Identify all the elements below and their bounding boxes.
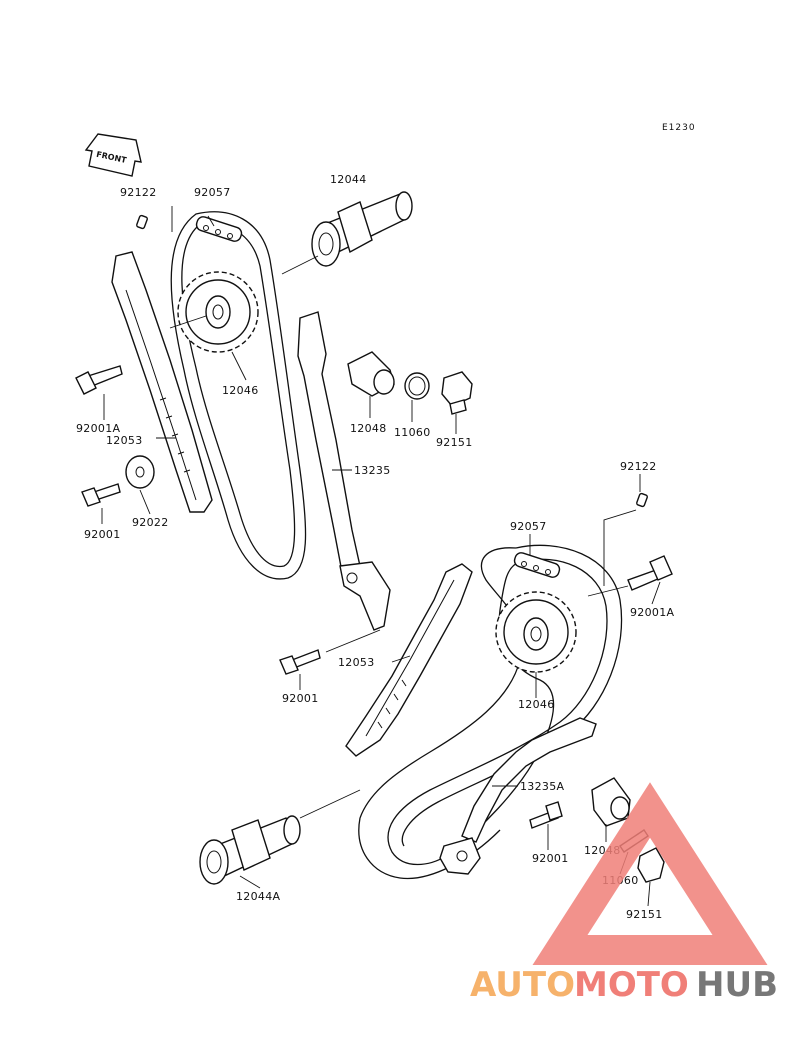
upper-tensioner-bolt-icon <box>441 371 473 415</box>
lower-chain-guide-icon <box>439 717 597 875</box>
front-arrow-icon: FRONT <box>84 133 142 177</box>
label-upper-chain-guide-set: 92057 <box>194 186 231 199</box>
lower-bolt-icon <box>279 649 321 675</box>
label-upper-pin: 92122 <box>120 186 157 199</box>
lower-camshaft-icon <box>199 815 301 885</box>
upper-gasket-icon <box>404 372 430 400</box>
watermark-hub: HUB <box>696 965 778 1005</box>
upper-tensioner-icon <box>347 351 395 397</box>
lower-tensioner-cap-icon <box>637 847 665 883</box>
label-upper-tensioner-bolt: 92151 <box>436 436 473 449</box>
label-upper-sprocket: 12046 <box>222 384 259 397</box>
upper-camshaft-icon <box>311 191 413 267</box>
upper-sprocket-icon <box>177 271 259 353</box>
label-upper-guide: 12053 <box>106 434 143 447</box>
label-lower-camshaft: 12044A <box>236 890 280 903</box>
label-lower-pin: 92122 <box>620 460 657 473</box>
label-lower-bolt: 92001 <box>282 692 319 705</box>
upper-timing-chain-icon <box>170 211 307 580</box>
upper-washer-icon <box>125 455 155 489</box>
label-upper-camshaft: 12044 <box>330 173 367 186</box>
upper-chain-guide-icon <box>297 311 391 631</box>
label-upper-bolt: 92001 <box>84 528 121 541</box>
lower-guide-icon <box>345 563 473 757</box>
reference-code: E1230 <box>662 123 696 133</box>
label-lower-guide: 12053 <box>338 656 375 669</box>
lower-tensioner-icon <box>591 777 631 827</box>
label-upper-tensioner: 12048 <box>350 422 387 435</box>
label-upper-bolt-flange: 92001A <box>76 422 120 435</box>
upper-bolt-flange-icon <box>75 365 123 395</box>
label-upper-washer: 92022 <box>132 516 169 529</box>
label-lower-chain: 13235A <box>520 780 564 793</box>
label-lower-tensioner-bolt: 92001 <box>532 852 569 865</box>
watermark-logo: AUTO MOTO HUB <box>470 782 778 1005</box>
label-lower-chain-guide-set: 92057 <box>510 520 547 533</box>
label-lower-sprocket: 12046 <box>518 698 555 711</box>
lower-pin-icon <box>636 492 648 508</box>
upper-bolt-icon <box>81 483 121 507</box>
upper-guide-icon <box>111 251 213 513</box>
label-upper-chain: 13235 <box>354 464 391 477</box>
upper-pin-icon <box>136 214 148 230</box>
watermark-auto: AUTO <box>470 965 575 1005</box>
lower-tensioner-bolt-icon <box>529 801 563 829</box>
label-lower-tensioner-cap: 92151 <box>626 908 663 921</box>
lower-bolt-flange-icon <box>627 555 673 591</box>
watermark-moto: MOTO <box>574 965 689 1005</box>
lower-sprocket-icon <box>495 591 577 673</box>
label-upper-gasket: 11060 <box>394 426 431 439</box>
label-lower-bolt-flange: 92001A <box>630 606 674 619</box>
